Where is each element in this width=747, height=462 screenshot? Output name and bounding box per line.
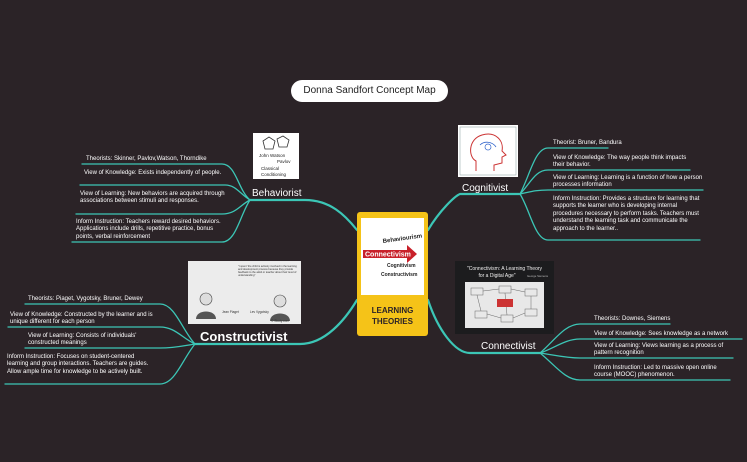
logo-word-connectivism: Connectivism — [365, 252, 411, 259]
center-label: LEARNING THEORIES — [357, 305, 428, 327]
connector-cognitivist-leaf-4 — [519, 193, 701, 241]
center-label-line-1: LEARNING — [371, 306, 414, 315]
connector-cognitivist-leaf-3 — [519, 189, 704, 195]
connector-connectivist — [426, 298, 542, 355]
connector-cognitivist-leaf-1 — [519, 147, 609, 195]
constructivist-leaf-inform-instruction[interactable]: Inform Instruction: Focuses on student-c… — [7, 354, 149, 375]
behaviorist-dog-drawing: John Watson Pavlov Classical Conditionin… — [259, 135, 291, 177]
connectivist-image-title-2: for a Digital Age" — [478, 273, 515, 279]
logo-arrow — [363, 245, 417, 263]
cognitivist-leaf-inform-instruction[interactable]: Inform Instruction: Provides a structure… — [553, 196, 700, 232]
cognitivist-leaf-view-of-learning[interactable]: View of Learning: Learning is a function… — [553, 175, 703, 189]
behaviorist-image: John Watson Pavlov Classical Conditionin… — [253, 133, 299, 179]
connectivist-leaf-view-of-knowledge[interactable]: View of Knowledge: Sees knowledge as a n… — [594, 331, 728, 337]
connector-cognitivist-leaf-2 — [519, 169, 691, 195]
behaviorist-leaf-view-of-knowledge[interactable]: View of Knowledge: Exists independently … — [84, 170, 222, 176]
connector-constructivist-leaf-4 — [4, 343, 196, 385]
connector-constructivist-leaf-1 — [24, 303, 196, 345]
center-logo-image: Behaviourism Cognitivism Connectivism Co… — [361, 218, 424, 295]
constructivist-leaf-view-of-learning[interactable]: View of Learning: Consists of individual… — [28, 333, 137, 347]
connector-behaviorist-leaf-2 — [79, 184, 251, 201]
behaviorist-image-text-3: Classical — [261, 166, 279, 171]
center-node-learning-theories[interactable]: Behaviourism Cognitivism Connectivism Co… — [357, 212, 428, 336]
connectivist-leaf-inform-instruction[interactable]: Inform Instruction: Led to massive open … — [594, 365, 717, 379]
connectivist-image-author: George Siemens — [527, 274, 549, 278]
behaviorist-image-text-1: John Watson — [259, 153, 286, 158]
connector-behaviorist-leaf-3 — [75, 199, 251, 215]
cognitivist-leaf-view-of-knowledge[interactable]: View of Knowledge: The way people think … — [553, 155, 687, 169]
main-connectors — [193, 192, 542, 355]
logo-word-constructivism: Constructivism — [381, 272, 418, 278]
connector-constructivist-leaf-2 — [7, 326, 196, 345]
behaviorist-leaf-view-of-learning[interactable]: View of Learning: New behaviors are acqu… — [80, 191, 225, 205]
connectivist-slide: "Connectivism: A Learning Theory for a D… — [465, 266, 549, 328]
connector-connectivist-leaf-4 — [539, 352, 731, 381]
branch-label-behaviorist[interactable]: Behaviorist — [252, 188, 302, 199]
logo-word-behaviourism: Behaviourism — [382, 234, 422, 245]
behaviorist-leaf-inform-instruction[interactable]: Inform Instruction: Teachers reward desi… — [76, 219, 221, 240]
connector-connectivist-leaf-1 — [539, 323, 671, 354]
cognitivist-image — [458, 125, 518, 177]
map-title[interactable]: Donna Sandfort Concept Map — [291, 80, 448, 102]
cognitivist-leaf-theorist[interactable]: Theorist: Bruner, Bandura — [553, 140, 622, 146]
connectivist-leaf-theorists[interactable]: Theorists: Downes, Siemens — [594, 316, 671, 322]
connector-connectivist-leaf-3 — [539, 352, 734, 359]
constructivist-portraits: "I spent 'the child is actively involved… — [196, 265, 297, 323]
branch-label-constructivist[interactable]: Constructivist — [200, 329, 288, 344]
constructivist-image: "I spent 'the child is actively involved… — [188, 261, 301, 324]
branch-label-connectivist[interactable]: Connectivist — [481, 341, 536, 352]
leaf-connectors — [4, 147, 743, 385]
connector-constructivist — [193, 298, 359, 346]
constructivist-image-right-name: Lev Vygotsky — [250, 310, 269, 314]
constructivist-leaf-view-of-knowledge[interactable]: View of Knowledge: Constructed by the le… — [10, 312, 153, 326]
connectivist-leaf-view-of-learning[interactable]: View of Learning: Views learning as a pr… — [594, 343, 724, 357]
connector-behaviorist-leaf-4 — [71, 199, 251, 243]
constructivist-image-credit: © Study.com — [271, 319, 289, 323]
connector-behaviorist-leaf-1 — [81, 163, 251, 201]
behaviorist-leaf-theorists[interactable]: Theorists: Skinner, Pavlov,Watson, Thorn… — [86, 156, 207, 162]
constructivist-leaf-theorists[interactable]: Theorists: Piaget, Vygotsky, Bruner, Dew… — [28, 296, 143, 302]
logo-word-cognitivism: Cognitivism — [387, 263, 416, 269]
behaviorist-image-text-2: Pavlov — [277, 159, 291, 164]
cognitivist-head-drawing — [459, 126, 517, 176]
connector-cognitivist — [426, 192, 522, 232]
constructivist-image-quote: "I spent 'the child is actively involved… — [238, 265, 297, 277]
constructivist-image-left-name: Jean Piaget — [222, 310, 239, 314]
connector-behaviorist — [248, 198, 359, 232]
behaviorist-image-text-4: Conditioning — [261, 172, 287, 177]
connectivist-image: "Connectivism: A Learning Theory for a D… — [455, 261, 554, 334]
connector-connectivist-leaf-2 — [539, 338, 743, 354]
center-label-line-2: THEORIES — [372, 317, 413, 326]
connectivist-image-title-1: "Connectivism: A Learning Theory — [467, 266, 543, 272]
branch-label-cognitivist[interactable]: Cognitivist — [462, 183, 509, 194]
connector-constructivist-leaf-3 — [24, 343, 196, 349]
center-logo-graphic: Behaviourism Cognitivism Connectivism Co… — [363, 234, 423, 278]
